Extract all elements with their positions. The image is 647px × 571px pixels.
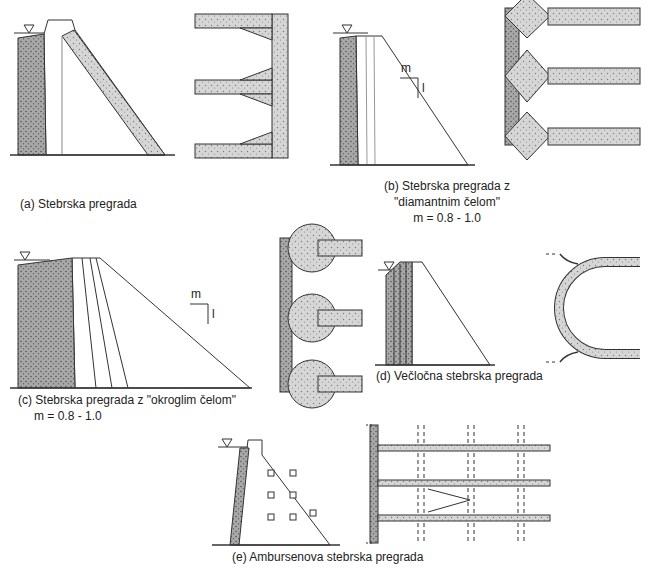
figure-caption: (c) Stebrska pregrada z "okroglim čelom": [18, 392, 236, 408]
plan-b: [505, 0, 640, 160]
slope-symbol: m: [191, 286, 201, 302]
slope-ratio: m = 0.8 - 1.0: [362, 210, 532, 226]
section-b: [330, 25, 475, 165]
figure-caption: (d) Večločna stebrska pregrada: [376, 368, 543, 384]
figure-caption: (a) Stebrska pregrada: [20, 196, 137, 212]
section-c: [10, 252, 252, 388]
figure-caption: (b) Stebrska pregrada z "diamantnim čelo…: [362, 178, 532, 210]
slope-symbol: l: [422, 80, 425, 96]
section-d: [375, 262, 495, 365]
figure-caption: (e) Ambursenova stebrska pregrada: [232, 549, 423, 565]
slope-ratio: m = 0.8 - 1.0: [34, 408, 102, 424]
plan-a: [195, 14, 288, 158]
plan-d: [546, 254, 640, 362]
slope-symbol: m: [401, 60, 411, 76]
section-a: [10, 20, 175, 155]
slope-symbol: l: [212, 306, 215, 322]
plan-c: [280, 224, 362, 408]
section-e: [212, 439, 340, 545]
plan-e: [366, 425, 550, 543]
